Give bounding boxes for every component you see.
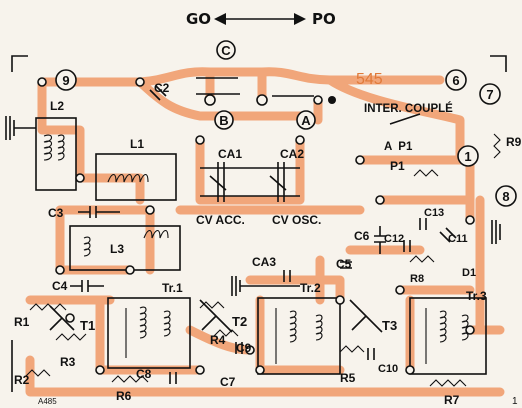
label-r7: R7 <box>444 393 460 407</box>
component-outlines <box>5 77 501 387</box>
transistors <box>49 299 383 333</box>
edge-number: 1 <box>512 396 518 407</box>
label-cv-osc: CV OSC. <box>272 213 321 227</box>
label-c8: C8 <box>136 367 152 381</box>
label-r6: R6 <box>116 389 132 403</box>
label-tr3: Tr.3 <box>466 289 487 303</box>
label-c2: C2 <box>154 81 170 95</box>
inter-couple-label: INTER. COUPLÉ <box>364 102 453 115</box>
copper-traces <box>25 67 505 397</box>
label-l1: L1 <box>130 137 144 151</box>
switch-b-label: B <box>219 113 228 128</box>
label-r4: R4 <box>210 333 226 347</box>
label-c7: C7 <box>220 375 236 389</box>
label-r8: R8 <box>410 273 424 285</box>
label-r5: R5 <box>340 371 356 385</box>
crop-marks <box>11 55 507 392</box>
switch-c-label: C <box>221 43 231 58</box>
component-labels: L2 L1 L3 C2 C3 C4 C5 C6 C7 C8 C9 C10 C11… <box>14 81 522 407</box>
terminal-6: 6 <box>445 69 467 91</box>
terminal-7: 7 <box>479 83 501 105</box>
solder-pads <box>37 77 475 375</box>
label-cv-acc: CV ACC. <box>196 213 245 227</box>
label-c6: C6 <box>354 229 370 243</box>
switch-a: A <box>296 110 316 130</box>
label-c13: C13 <box>424 207 444 219</box>
label-c10: C10 <box>378 363 398 375</box>
label-l3: L3 <box>110 242 124 256</box>
a-p1-label: A P1 <box>384 141 413 153</box>
label-r2: R2 <box>14 373 30 387</box>
label-c5: C5 <box>336 257 352 271</box>
label-d1: D1 <box>462 267 476 279</box>
po-label: PO <box>312 10 336 28</box>
label-t1: T1 <box>80 318 95 333</box>
go-label: GO <box>186 10 211 28</box>
label-t2: T2 <box>232 314 247 329</box>
svg-text:1: 1 <box>464 149 471 164</box>
label-c9: C9 <box>236 341 252 355</box>
label-r3: R3 <box>60 355 76 369</box>
switch-b: B <box>214 110 234 130</box>
label-l2: L2 <box>50 99 64 113</box>
switch-c: C <box>216 40 236 60</box>
model-number: 545 <box>356 71 383 88</box>
svg-text:7: 7 <box>486 87 493 102</box>
band-selector-arrow: GO PO <box>186 10 336 28</box>
terminal-9: 9 <box>55 69 77 91</box>
label-ca2: CA2 <box>280 147 304 161</box>
label-c4: C4 <box>52 279 68 293</box>
terminal-1: 1 <box>457 145 479 167</box>
label-t3: T3 <box>382 318 397 333</box>
svg-text:9: 9 <box>62 73 69 88</box>
label-ca1: CA1 <box>218 147 242 161</box>
label-r1: R1 <box>14 315 30 329</box>
reference-code: A485 <box>38 397 57 406</box>
switch-a-label: A <box>301 113 311 128</box>
label-c3: C3 <box>48 206 64 220</box>
svg-text:6: 6 <box>452 73 459 88</box>
terminal-8: 8 <box>495 185 517 207</box>
label-c11: C11 <box>448 233 468 245</box>
label-r9: R9 <box>506 135 522 149</box>
label-p1: P1 <box>390 159 405 173</box>
svg-text:8: 8 <box>502 189 509 204</box>
label-tr1: Tr.1 <box>162 281 183 295</box>
label-ca3: CA3 <box>252 255 276 269</box>
label-tr2: Tr.2 <box>300 281 321 295</box>
label-c12: C12 <box>384 233 404 245</box>
